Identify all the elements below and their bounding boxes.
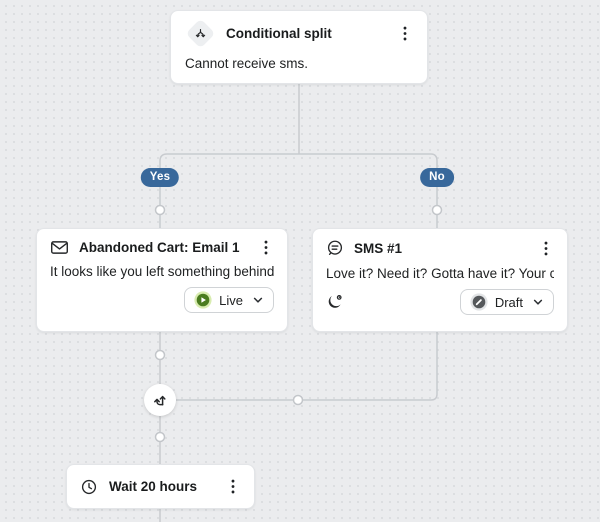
node-description: Cannot receive sms. — [185, 56, 309, 71]
connector-dot[interactable] — [292, 394, 304, 406]
node-header: Conditional split — [185, 18, 413, 49]
chevron-down-icon — [252, 294, 264, 306]
moon-icon — [326, 294, 343, 311]
node-footer: Draft — [326, 289, 554, 315]
branch-label-no: No — [420, 168, 454, 187]
status-dropdown-live[interactable]: Live — [184, 287, 274, 313]
node-description: Love it? Need it? Gotta have it? Your ca… — [326, 266, 554, 281]
kebab-menu-icon[interactable] — [538, 240, 554, 256]
wire-no-drop — [176, 332, 438, 401]
node-sms[interactable]: SMS #1 Love it? Need it? Gotta have it? … — [312, 228, 568, 332]
kebab-menu-icon[interactable] — [397, 26, 413, 42]
node-wait[interactable]: Wait 20 hours — [66, 464, 255, 509]
branch-label-yes: Yes — [140, 168, 180, 187]
node-email[interactable]: Abandoned Cart: Email 1 It looks like yo… — [36, 228, 288, 332]
conditional-split-icon — [185, 18, 216, 49]
wire-branch-rail — [159, 153, 438, 228]
kebab-menu-icon[interactable] — [225, 479, 241, 495]
connector-dot[interactable] — [154, 204, 166, 216]
status-label: Draft — [494, 294, 523, 310]
connector-dot[interactable] — [154, 349, 166, 361]
chevron-down-icon — [532, 296, 544, 308]
connector-dot[interactable] — [154, 431, 166, 443]
node-description: It looks like you left something behind.… — [50, 264, 274, 279]
sms-message-icon — [326, 239, 344, 257]
status-label: Live — [219, 292, 243, 308]
kebab-menu-icon[interactable] — [258, 239, 274, 255]
node-footer: Live — [50, 287, 274, 313]
node-header: SMS #1 — [326, 239, 554, 257]
node-conditional-split[interactable]: Conditional split Cannot receive sms. — [170, 10, 428, 84]
clock-icon — [80, 478, 98, 496]
merge-arrows-icon — [152, 392, 168, 408]
node-title: Abandoned Cart: Email 1 — [79, 239, 240, 255]
live-status-icon — [194, 291, 212, 309]
node-title: Conditional split — [226, 26, 332, 41]
node-header: Abandoned Cart: Email 1 — [50, 239, 274, 255]
connector-dot[interactable] — [431, 204, 443, 216]
draft-status-icon — [470, 293, 488, 311]
node-title: SMS #1 — [354, 240, 403, 256]
status-dropdown-draft[interactable]: Draft — [459, 289, 554, 315]
node-title: Wait 20 hours — [109, 479, 198, 494]
email-envelope-icon — [50, 240, 69, 255]
merge-node[interactable] — [144, 384, 176, 416]
